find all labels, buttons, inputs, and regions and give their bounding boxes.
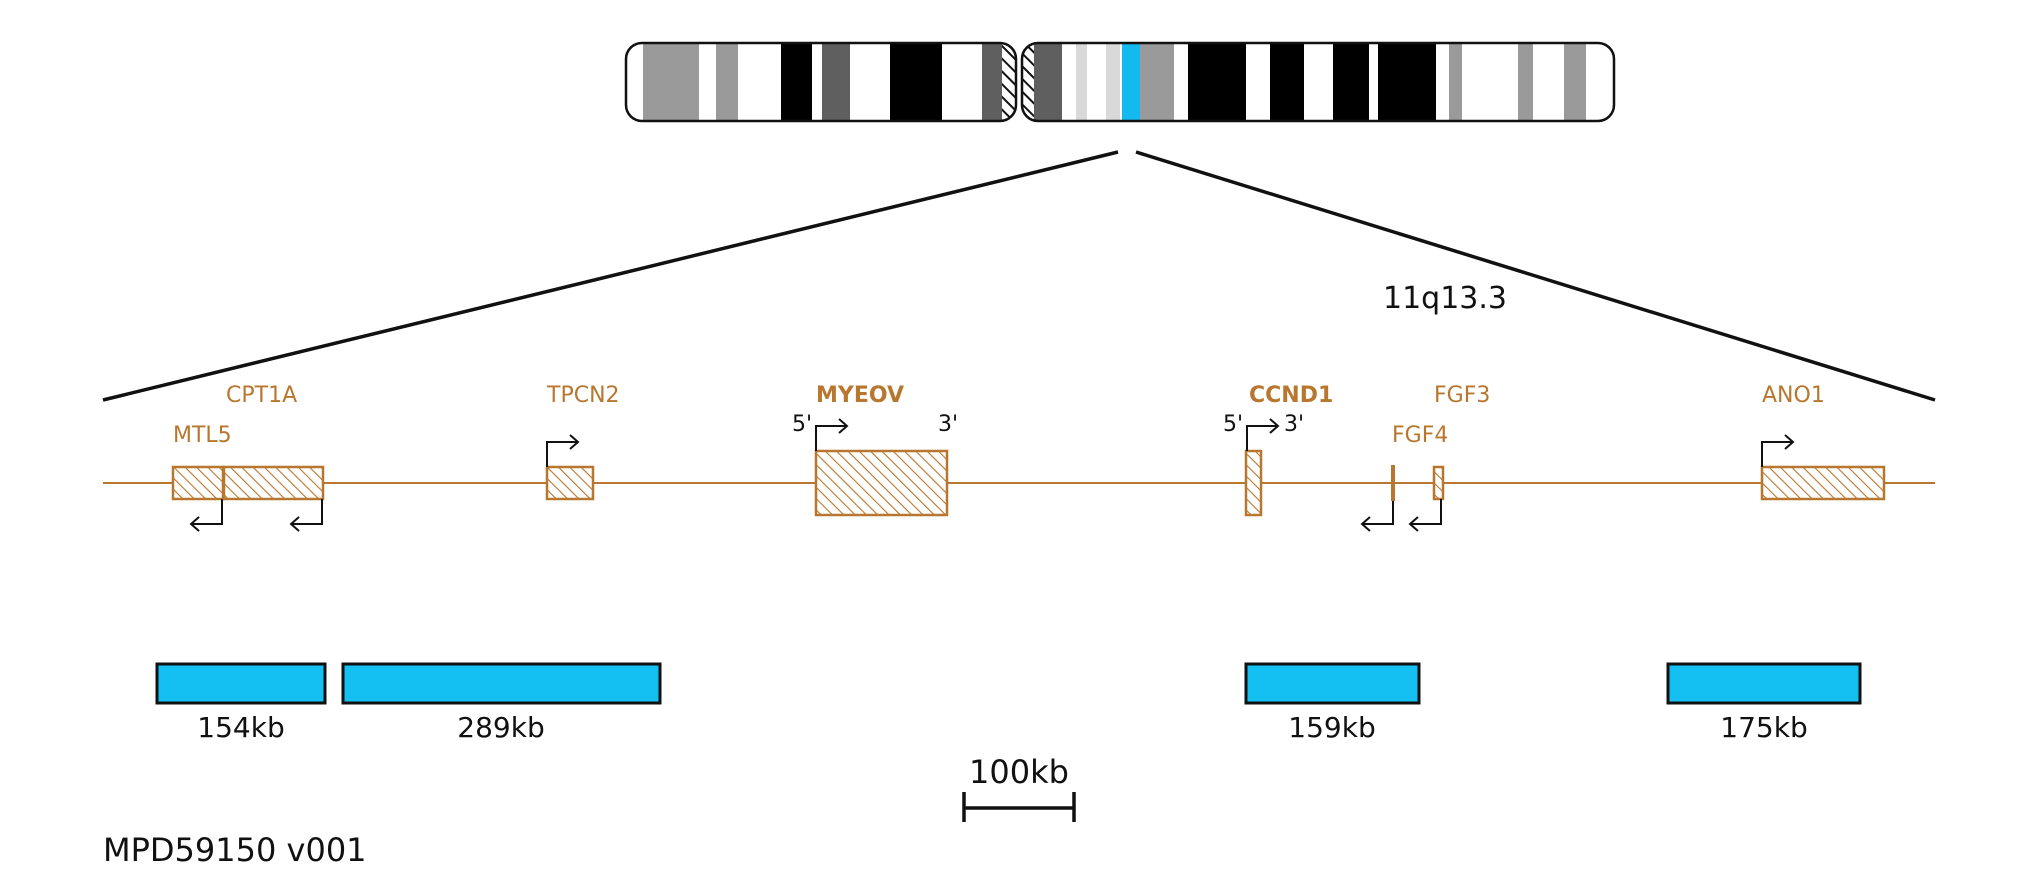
arrow-ano1	[1761, 441, 1793, 467]
gene-tpcn2	[545, 434, 595, 501]
scale-bar-label: 100kb	[969, 753, 1069, 791]
gene-ccnd1	[1244, 418, 1280, 517]
arrow-cpt1a	[291, 499, 323, 525]
gene-fgf3	[1408, 465, 1445, 532]
highlighted-band-11q13-3	[1122, 43, 1140, 121]
gene-fgf4	[1360, 465, 1395, 532]
chromosome-q-arm-outline	[1020, 41, 1616, 123]
chromosome-q-arm	[1022, 43, 1614, 121]
probe-label-159kb: 159kb	[1288, 711, 1375, 744]
band-label: 11q13.3	[1383, 281, 1507, 316]
gene-label-fgf3: FGF3	[1434, 383, 1490, 408]
arrow-fgf3	[1410, 499, 1442, 525]
gene-label-tpcn2: TPCN2	[546, 383, 620, 408]
probe-label-289kb: 289kb	[457, 711, 544, 744]
arrow-ccnd1	[1246, 425, 1278, 451]
scale-bar: 100kb	[962, 753, 1076, 822]
gene-label-ccnd1: CCND1	[1249, 383, 1333, 408]
gene-label-cpt1a: CPT1A	[226, 383, 297, 408]
probe-289kb: 289kb	[341, 662, 662, 744]
myeov-5prime-label: 5'	[792, 412, 812, 437]
gene-ano1	[1760, 434, 1886, 501]
gene-mtl5	[171, 465, 225, 532]
gene-label-mtl5: MTL5	[173, 423, 232, 448]
gene-cpt1a	[222, 465, 325, 532]
gene-myeov	[814, 418, 949, 517]
arrow-tpcn2	[546, 441, 578, 467]
ccnd1-5prime-label: 5'	[1223, 412, 1243, 437]
zoom-line-right	[1135, 150, 1936, 402]
probe-175kb: 175kb	[1666, 662, 1862, 744]
product-code: MPD59150 v001	[103, 831, 367, 869]
probe-label-175kb: 175kb	[1720, 711, 1807, 744]
gene-label-ano1: ANO1	[1762, 383, 1825, 408]
chromosome-p-arm-outline	[624, 41, 1018, 123]
gene-label-fgf4: FGF4	[1392, 423, 1448, 448]
arrow-myeov	[815, 425, 847, 451]
ccnd1-3prime-label: 3'	[1284, 412, 1304, 437]
probe-label-154kb: 154kb	[197, 711, 284, 744]
probe-154kb: 154kb	[155, 662, 327, 744]
arrow-fgf4	[1362, 501, 1394, 525]
zoom-line-left	[102, 150, 1119, 402]
arrow-mtl5	[191, 499, 223, 525]
probe-159kb: 159kb	[1244, 662, 1421, 744]
myeov-3prime-label: 3'	[938, 412, 958, 437]
gene-label-myeov: MYEOV	[816, 383, 904, 408]
chromosome-ideogram	[624, 41, 1616, 123]
chromosome-p-arm	[626, 43, 1016, 121]
